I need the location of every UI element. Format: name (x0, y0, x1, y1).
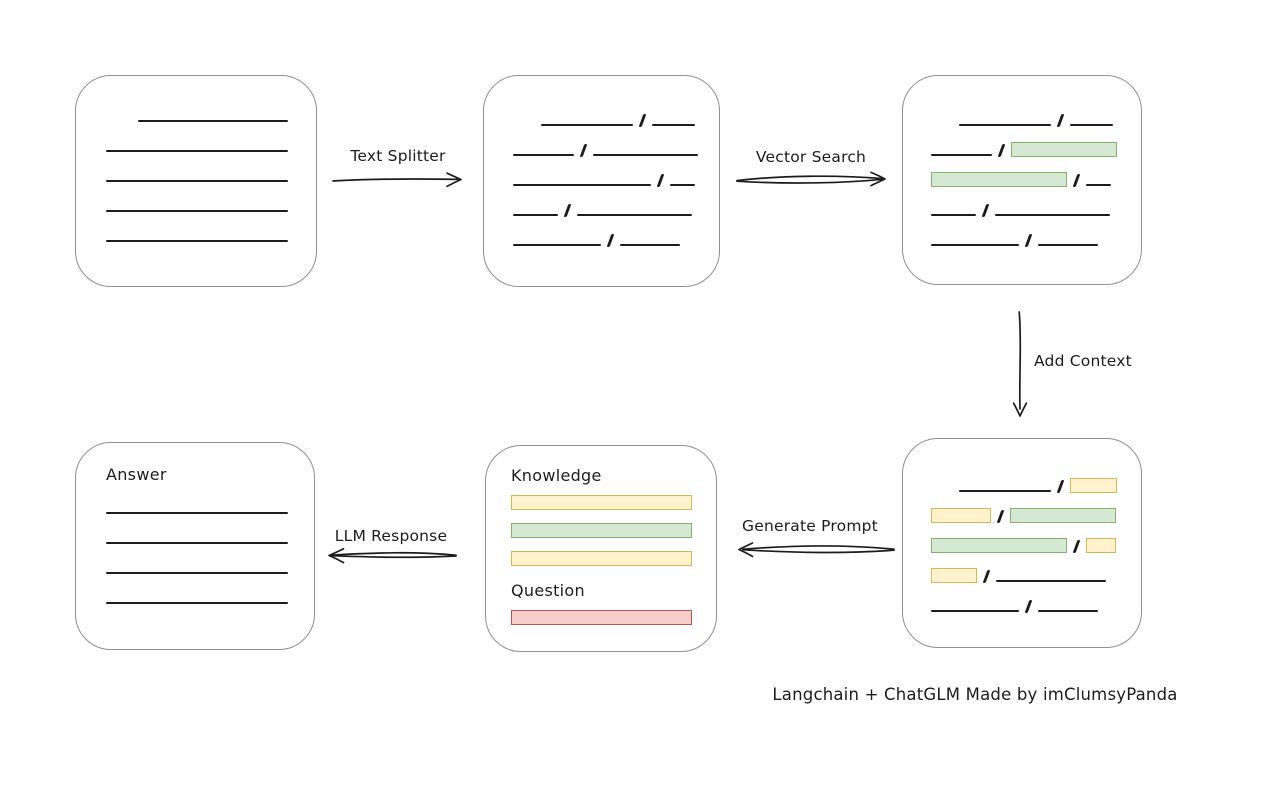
text-line (931, 244, 1019, 246)
separator-slash (996, 510, 1005, 523)
split-chunks-box (483, 75, 720, 287)
red-bar (511, 610, 692, 625)
chunk-yellow (931, 568, 977, 583)
chunk-row (931, 583, 1141, 613)
text-line (620, 244, 680, 246)
chunk-row (106, 123, 316, 153)
separator-slash (997, 144, 1006, 157)
chunk-green (931, 538, 1067, 553)
chunk-row (931, 553, 1141, 583)
separator-slash (1056, 114, 1065, 127)
text-line (138, 120, 288, 122)
answer-box: Answer (75, 442, 315, 650)
chunk-row (931, 217, 1141, 247)
separator-slash (579, 144, 588, 157)
text-line (959, 124, 1051, 126)
yellow-bar (511, 551, 692, 566)
text-line (652, 124, 695, 126)
separator-slash (563, 204, 572, 217)
vector-search-arrow (736, 171, 886, 187)
yellow-bar (511, 495, 692, 510)
chunk-green (1011, 142, 1117, 157)
text-line (959, 490, 1051, 492)
text-line (106, 150, 288, 152)
context-chunks-box (902, 438, 1142, 648)
knowledge-label: Knowledge (511, 466, 602, 485)
text-line (106, 572, 288, 574)
chunk-yellow (931, 508, 991, 523)
generate-prompt-arrow (738, 542, 895, 558)
text-line (106, 210, 288, 212)
chunk-row (931, 157, 1141, 187)
separator-slash (981, 204, 990, 217)
chunk-row (513, 187, 719, 217)
add-context-arrow (1012, 311, 1028, 417)
chunk-row (931, 523, 1141, 553)
separator-slash (1024, 234, 1033, 247)
text-line (541, 124, 633, 126)
text-line (670, 184, 695, 186)
text-line (931, 610, 1019, 612)
separator-slash (1024, 600, 1033, 613)
chunk-row (513, 97, 719, 127)
separator-slash (638, 114, 647, 127)
text-line (593, 154, 698, 156)
text-line (577, 214, 692, 216)
chunk-yellow (1070, 478, 1117, 493)
text-line (513, 184, 651, 186)
text-line (995, 214, 1110, 216)
chunk-row (931, 187, 1141, 217)
chunk-row (513, 217, 719, 247)
text-line (1086, 184, 1111, 186)
chunk-row (931, 127, 1141, 157)
text-line (931, 214, 976, 216)
text-line (513, 244, 601, 246)
chunk-row (931, 463, 1141, 493)
text-line (106, 512, 288, 514)
text-line (1070, 124, 1113, 126)
chunk-row (106, 183, 316, 213)
vector-matches-box (902, 75, 1142, 285)
llm-response-arrow (328, 547, 457, 564)
text-line (931, 154, 992, 156)
text-line (106, 602, 288, 604)
text-line (513, 214, 558, 216)
text-line (1038, 244, 1098, 246)
separator-slash (1056, 480, 1065, 493)
chunk-row (106, 153, 316, 183)
caption: Langchain + ChatGLM Made by imClumsyPand… (772, 685, 1178, 704)
separator-slash (1072, 174, 1081, 187)
text-line (513, 154, 574, 156)
chunk-yellow (1086, 538, 1116, 553)
llm-response-label: LLM Response (334, 527, 448, 545)
separator-slash (982, 570, 991, 583)
separator-slash (656, 174, 665, 187)
chunk-row (106, 93, 316, 123)
question-label: Question (511, 581, 585, 600)
chunk-green (931, 172, 1067, 187)
chunk-green (1010, 508, 1116, 523)
text-line (1038, 610, 1098, 612)
chunk-row (931, 493, 1141, 523)
source-document-box (75, 75, 317, 287)
text-splitter-label: Text Splitter (350, 147, 446, 165)
vector-search-label: Vector Search (755, 148, 867, 166)
text-line (106, 180, 288, 182)
text-line (106, 240, 288, 242)
text-line (106, 542, 288, 544)
chunk-row (513, 127, 719, 157)
generate-prompt-label: Generate Prompt (742, 517, 878, 535)
chunk-row (513, 157, 719, 187)
separator-slash (606, 234, 615, 247)
chunk-row (931, 97, 1141, 127)
separator-slash (1072, 540, 1081, 553)
green-bar (511, 523, 692, 538)
answer-label: Answer (106, 465, 167, 484)
text-line (996, 580, 1106, 582)
chunk-row (106, 213, 316, 243)
text-splitter-arrow (332, 172, 462, 188)
add-context-label: Add Context (1034, 352, 1132, 370)
